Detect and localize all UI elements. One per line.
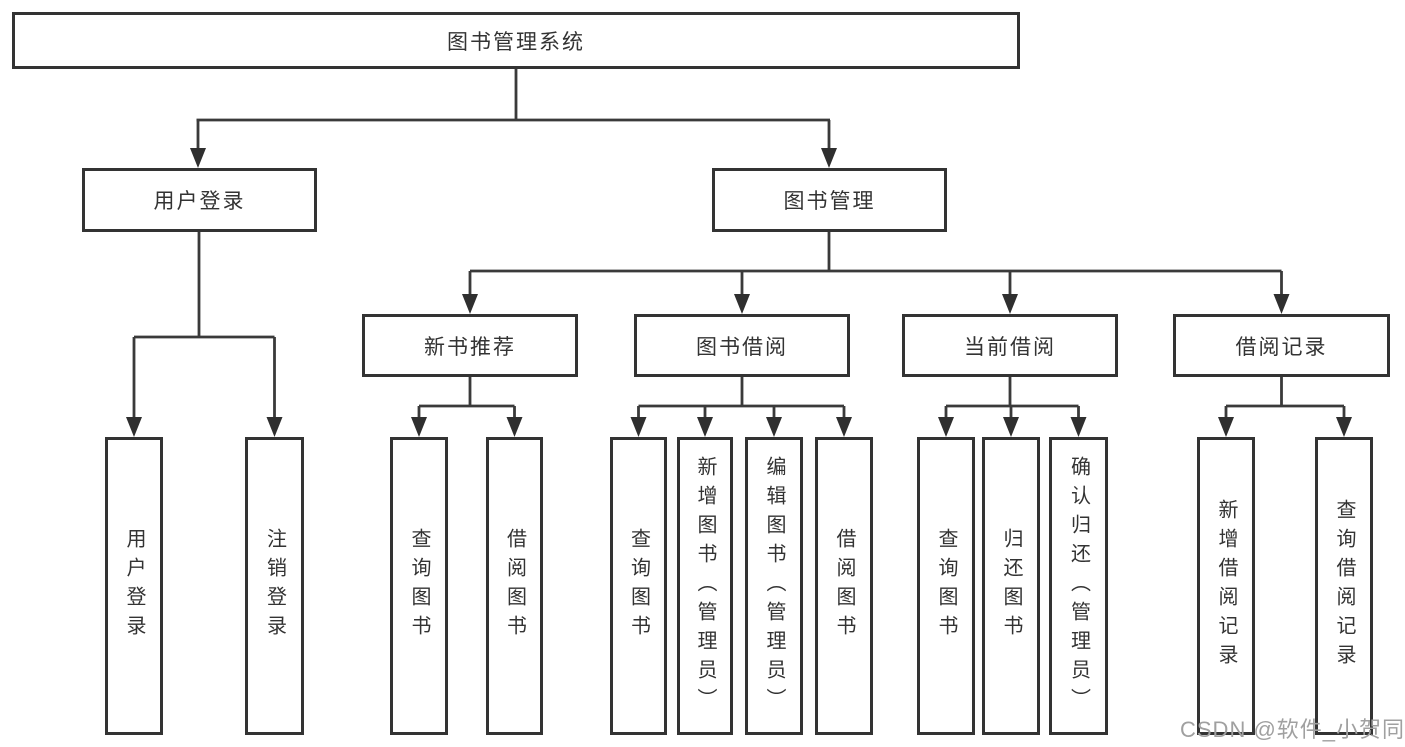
arrow-down-icon — [266, 417, 283, 437]
node-new-books: 新书推荐 — [362, 314, 578, 377]
node-borrow-records: 借阅记录 — [1173, 314, 1390, 377]
node-root: 图书管理系统 — [12, 12, 1020, 69]
leaf-label: 查询图书 — [408, 528, 430, 644]
arrow-down-icon — [1336, 417, 1352, 437]
connector-user-login — [132, 232, 276, 419]
leaf-borrow-query: 查询图书 — [610, 437, 667, 735]
leaf-current-query: 查询图书 — [917, 437, 975, 735]
arrow-down-icon — [1218, 417, 1234, 437]
leaf-newbooks-borrow: 借阅图书 — [486, 437, 543, 735]
arrow-down-icon — [506, 417, 523, 437]
arrow-down-icon — [190, 148, 206, 168]
leaf-label: 注销登录 — [263, 528, 286, 644]
connector-current-borrow — [944, 377, 1080, 419]
node-current-borrow: 当前借阅 — [902, 314, 1118, 377]
arrow-down-icon — [836, 417, 852, 437]
arrow-down-icon — [734, 294, 750, 314]
connector-book-borrow — [637, 377, 846, 419]
node-book-borrow: 图书借阅 — [634, 314, 850, 377]
connector-root — [196, 68, 831, 151]
leaf-borrow-add: 新增图书（管理员） — [677, 437, 733, 735]
arrow-down-icon — [1070, 417, 1087, 437]
arrow-down-icon — [766, 417, 782, 437]
leaf-records-add: 新增借阅记录 — [1197, 437, 1255, 735]
arrow-down-icon — [1273, 294, 1290, 314]
leaf-user-login: 用户登录 — [105, 437, 163, 735]
leaf-label: 借阅图书 — [503, 528, 526, 644]
arrow-down-icon — [411, 417, 427, 437]
leaf-label: 查询图书 — [935, 528, 957, 644]
arrow-down-icon — [938, 417, 954, 437]
csdn-watermark: CSDN @软件_小贺同学 — [1180, 717, 1405, 742]
leaf-label: 归还图书 — [1000, 528, 1022, 644]
arrow-down-icon — [697, 417, 713, 437]
node-book-mgmt: 图书管理 — [712, 168, 947, 232]
leaf-borrow-borrow: 借阅图书 — [815, 437, 873, 735]
arrow-down-icon — [1003, 417, 1019, 437]
leaf-logout: 注销登录 — [245, 437, 304, 735]
arrow-down-icon — [821, 148, 837, 168]
leaf-label: 新增图书（管理员） — [694, 455, 716, 717]
leaf-records-query: 查询借阅记录 — [1315, 437, 1373, 735]
leaf-newbooks-query: 查询图书 — [390, 437, 448, 735]
arrow-down-icon — [630, 417, 647, 437]
arrow-down-icon — [1002, 294, 1018, 314]
leaf-label: 查询图书 — [627, 528, 650, 644]
connector-new-books — [417, 377, 516, 419]
leaf-label: 查询借阅记录 — [1333, 499, 1355, 673]
arrow-down-icon — [462, 294, 478, 314]
leaf-label: 用户登录 — [123, 528, 145, 644]
leaf-current-return: 归还图书 — [982, 437, 1040, 735]
leaf-label: 确认归还（管理员） — [1067, 455, 1090, 717]
leaf-current-confirm: 确认归还（管理员） — [1049, 437, 1108, 735]
connector-book-mgmt — [468, 232, 1283, 296]
leaf-label: 新增借阅记录 — [1215, 499, 1237, 673]
leaf-label: 借阅图书 — [833, 528, 855, 644]
connector-borrow-records — [1224, 377, 1346, 419]
leaf-borrow-edit: 编辑图书（管理员） — [745, 437, 803, 735]
leaf-label: 编辑图书（管理员） — [763, 455, 785, 717]
arrow-down-icon — [126, 417, 142, 437]
node-user-login: 用户登录 — [82, 168, 317, 232]
